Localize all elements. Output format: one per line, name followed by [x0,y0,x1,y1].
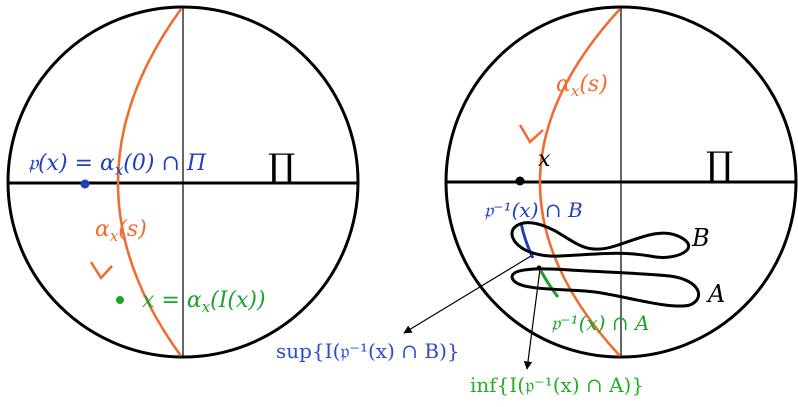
right-alpha-label: αx(s) [556,72,608,100]
region-a-outline [510,267,701,308]
inf-arrow [523,268,541,370]
left-alpha-curve [116,8,183,357]
right-pinv-b-segment [519,222,535,259]
right-x-point [515,176,525,186]
left-plane-label: ∏ [268,147,295,187]
right-panel: ∏ αx(s) x 𝔭⁻¹(x) ∩ B 𝔭⁻¹(x) ∩ A B A [444,5,798,359]
right-a-entry-point [536,265,542,271]
sup-arrow [403,255,532,334]
left-x-point [116,296,124,304]
inf-annotation: inf{I(𝔭⁻¹(x) ∩ A)} [470,373,644,397]
left-alpha-label: αx(s) [95,217,147,245]
right-pinv-a-label: 𝔭⁻¹(x) ∩ A [551,311,649,335]
left-px-label: 𝔭(x) = αx(0) ∩ Π [28,151,207,179]
right-alpha-curve [538,8,621,357]
region-b-outline [510,221,691,259]
right-pinv-b-label: 𝔭⁻¹(x) ∩ B [484,198,583,222]
left-px-point [80,179,90,189]
region-a-label: A [706,280,725,308]
left-x-label: x = αx(I(x)) [142,288,266,316]
region-b-label: B [691,224,710,252]
sup-annotation: sup{I(𝔭⁻¹(x) ∩ B)} [276,339,460,363]
right-alpha-arrow [518,124,544,144]
left-panel: ∏ 𝔭(x) = αx(0) ∩ Π αx(s) x = αx(I(x)) [6,5,360,359]
left-alpha-arrow [89,261,113,281]
right-pinv-a-segment [539,270,560,298]
right-x-label: x [538,147,551,172]
right-plane-label: ∏ [706,145,733,185]
